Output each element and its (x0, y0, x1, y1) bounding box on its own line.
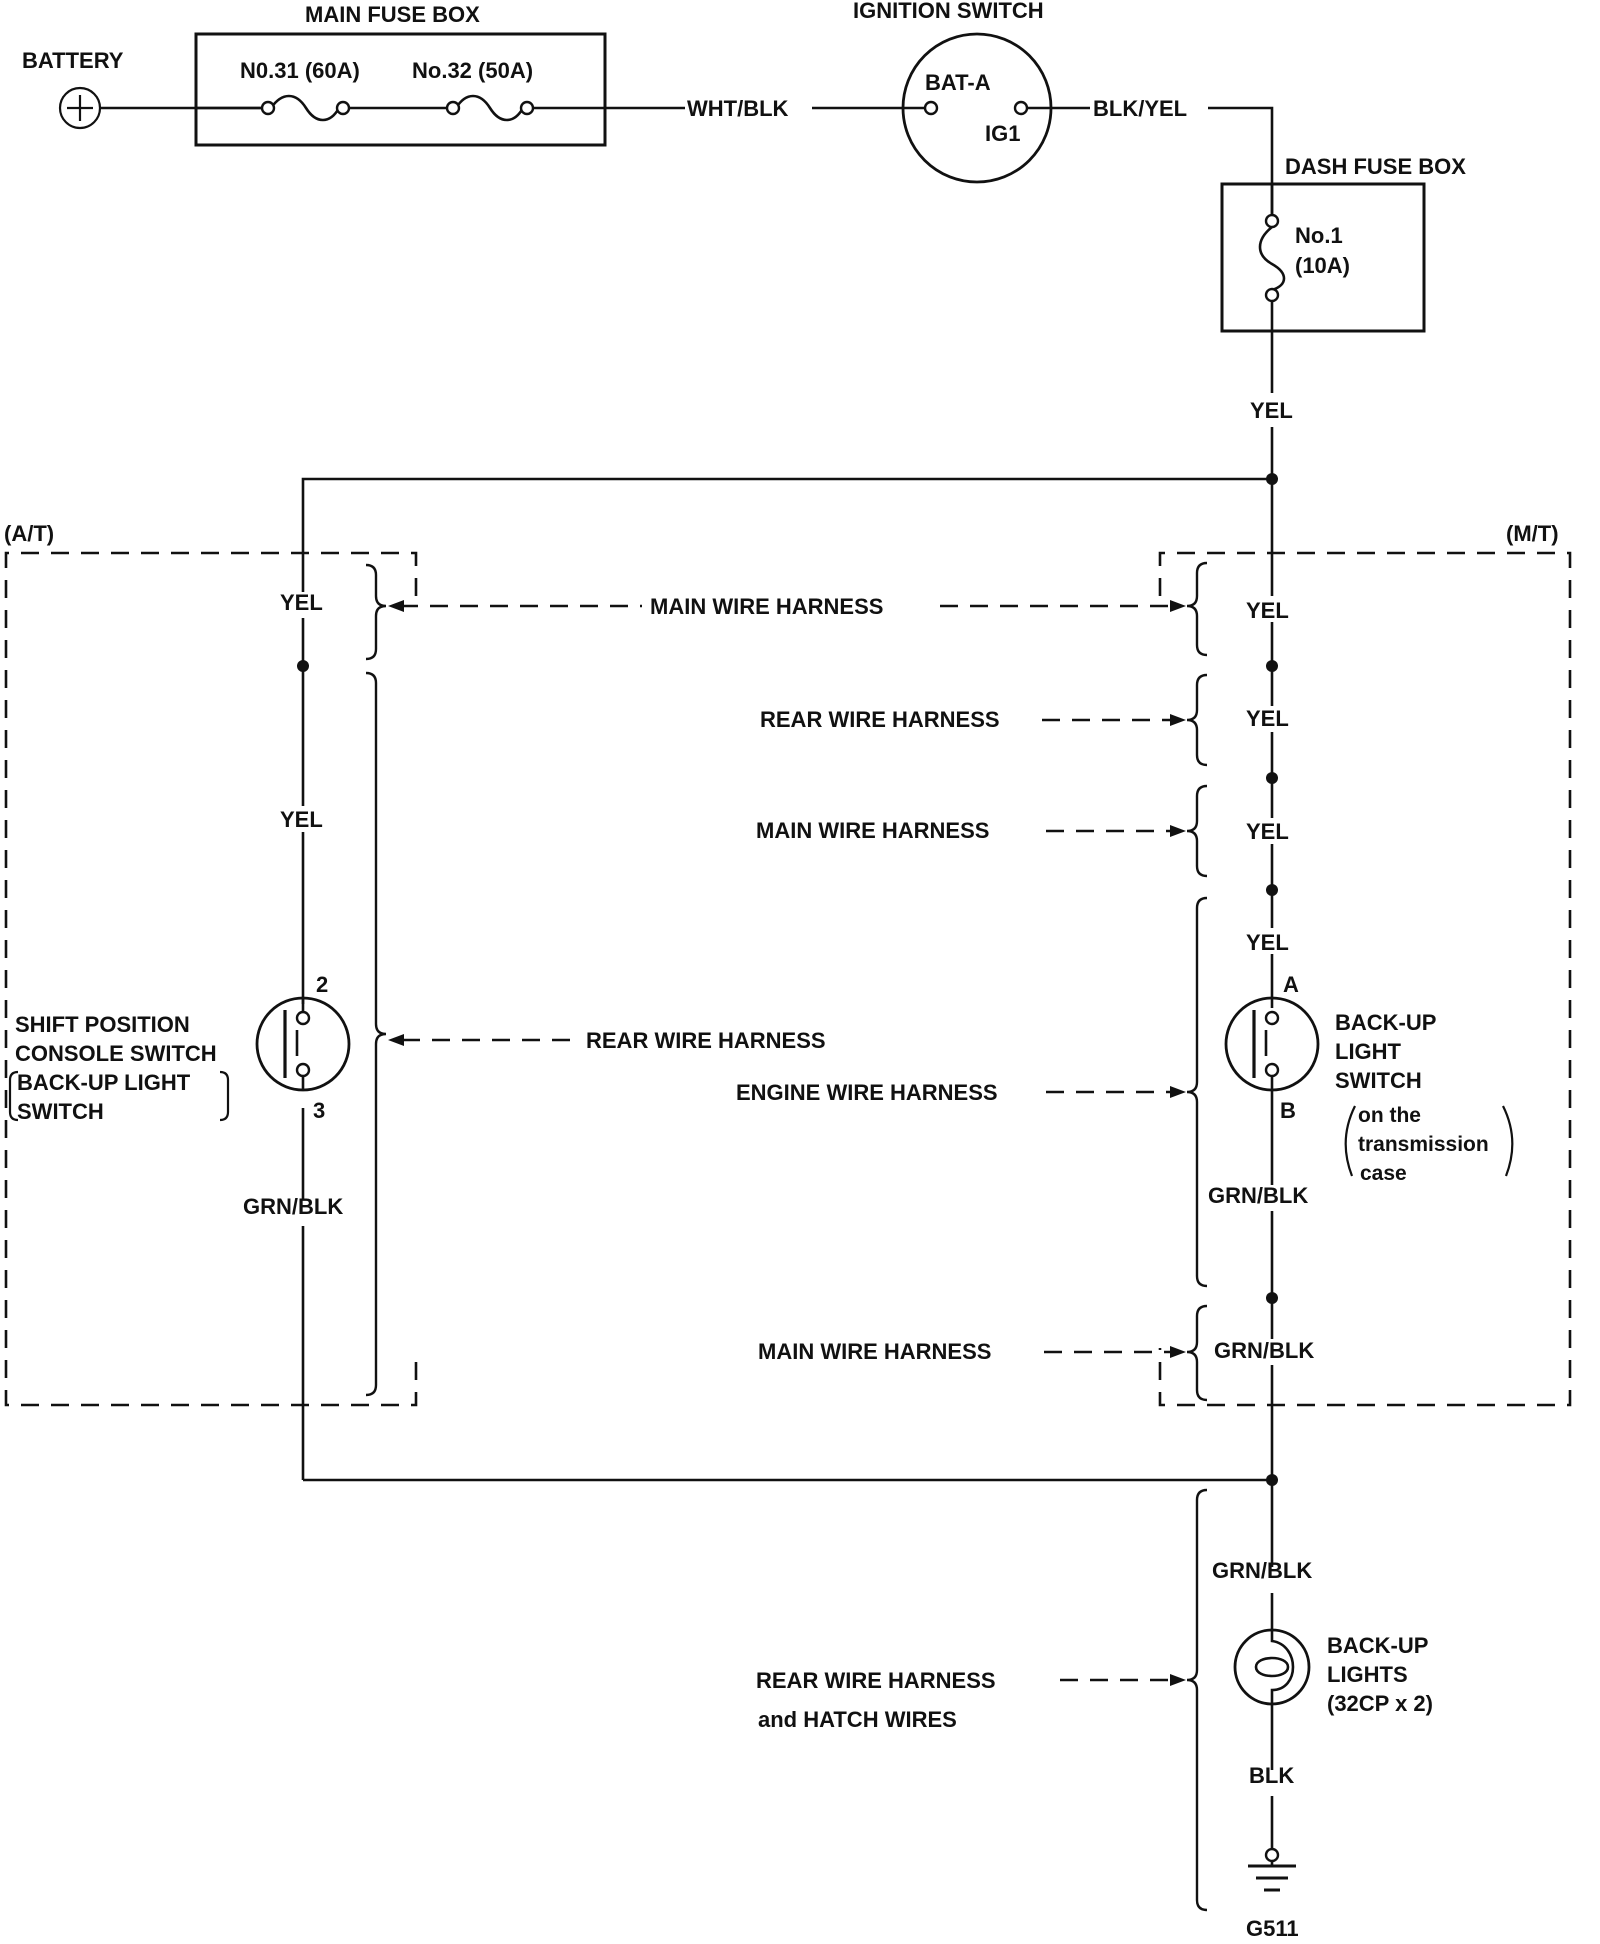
dash-fuse-box-title: DASH FUSE BOX (1285, 154, 1466, 179)
backup-switch-label-3: SWITCH (1335, 1068, 1422, 1093)
wire-label-yel-mt-3: YEL (1246, 819, 1289, 844)
harness-rear-at: REAR WIRE HARNESS (586, 1028, 826, 1053)
wire-label-wht-blk: WHT/BLK (687, 96, 789, 121)
wire-label-yel-mt-1: YEL (1246, 598, 1289, 623)
ground-label: G511 (1246, 1916, 1299, 1941)
harness-rear-hatch-2: and HATCH WIRES (758, 1707, 957, 1732)
harness-main-1: MAIN WIRE HARNESS (650, 594, 883, 619)
harness-rear-hatch-1: REAR WIRE HARNESS (756, 1668, 996, 1693)
wire-label-yel-mt-2: YEL (1246, 706, 1289, 731)
fuse-32-label: No.32 (50A) (412, 58, 533, 83)
backup-lights-label-2: LIGHTS (1327, 1662, 1408, 1687)
shift-switch-pin-3: 3 (313, 1098, 325, 1123)
ignition-terminal-bat-a: BAT-A (925, 70, 991, 95)
backup-lights-label-3: (32CP x 2) (1327, 1691, 1433, 1716)
dash-fuse-number: No.1 (1295, 223, 1343, 248)
harness-main-3: MAIN WIRE HARNESS (758, 1339, 991, 1364)
backup-lights-label-1: BACK-UP (1327, 1633, 1428, 1658)
fuse-31-icon (269, 94, 341, 122)
wire-label-yel-mt-4: YEL (1246, 930, 1289, 955)
fuse-32-icon (454, 94, 525, 122)
backup-switch-note-2: transmission (1358, 1133, 1489, 1156)
harness-engine: ENGINE WIRE HARNESS (736, 1080, 998, 1105)
wire-label-yel-at-1: YEL (280, 590, 323, 615)
wire-label-yel-trunk: YEL (1250, 398, 1293, 423)
fuse-31-label: N0.31 (60A) (240, 58, 360, 83)
backup-switch-pin-b: B (1280, 1098, 1296, 1123)
wire-label-grn-blk-mt-1: GRN/BLK (1208, 1183, 1308, 1208)
shift-position-switch: 2 3 SHIFT POSITION CONSOLE SWITCH BACK-U… (8, 972, 351, 1124)
backup-switch-pin-a: A (1283, 972, 1299, 997)
shift-switch-label-1: SHIFT POSITION (15, 1012, 190, 1037)
at-variant-box: (A/T) (4, 521, 418, 1407)
wire-label-yel-at-2: YEL (280, 807, 323, 832)
battery: BATTERY (22, 48, 124, 130)
backup-switch-label-1: BACK-UP (1335, 1010, 1436, 1035)
dash-fuse-icon (1258, 225, 1286, 292)
ground-g511: G511 (1246, 1847, 1299, 1941)
shift-switch-pin-2: 2 (316, 972, 328, 997)
backup-lights: BACK-UP LIGHTS (32CP x 2) (1233, 1628, 1433, 1716)
main-fuse-box: MAIN FUSE BOX N0.31 (60A) No.32 (50A) (194, 2, 607, 147)
wire-label-blk-yel: BLK/YEL (1093, 96, 1187, 121)
shift-switch-label-2: CONSOLE SWITCH (15, 1041, 217, 1066)
variant-mt-label: (M/T) (1506, 521, 1559, 546)
backup-switch-label-2: LIGHT (1335, 1039, 1402, 1064)
backup-switch-note-1: on the (1358, 1104, 1421, 1127)
main-fuse-box-title: MAIN FUSE BOX (305, 2, 480, 27)
wire-label-grn-blk-at: GRN/BLK (243, 1194, 343, 1219)
dash-fuse-box: DASH FUSE BOX No.1 (10A) (1220, 154, 1466, 333)
wire-label-grn-blk-mt-2: GRN/BLK (1214, 1338, 1314, 1363)
wire-label-grn-blk-lamp: GRN/BLK (1212, 1558, 1312, 1583)
mt-variant-box: (M/T) (1158, 521, 1572, 1407)
backup-light-switch: A B BACK-UP LIGHT SWITCH on the transmis… (1224, 972, 1514, 1185)
harness-main-2: MAIN WIRE HARNESS (756, 818, 989, 843)
harness-rear-1: REAR WIRE HARNESS (760, 707, 1000, 732)
ignition-switch: IGNITION SWITCH BAT-A IG1 (853, 0, 1053, 184)
shift-switch-label-3: BACK-UP LIGHT (17, 1070, 191, 1095)
wire-label-blk: BLK (1249, 1763, 1294, 1788)
ignition-terminal-ig1: IG1 (985, 121, 1020, 146)
variant-at-label: (A/T) (4, 521, 54, 546)
dash-fuse-rating: (10A) (1295, 253, 1350, 278)
shift-switch-label-4: SWITCH (17, 1099, 104, 1124)
battery-label: BATTERY (22, 48, 124, 73)
ignition-switch-title: IGNITION SWITCH (853, 0, 1044, 23)
backup-switch-note-3: case (1360, 1162, 1407, 1185)
